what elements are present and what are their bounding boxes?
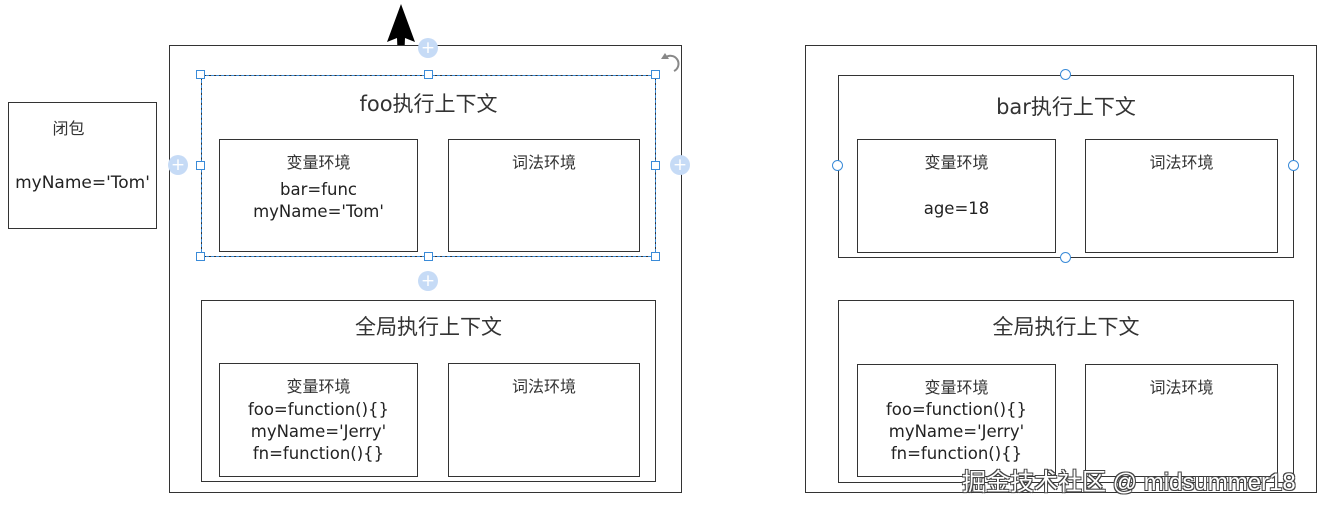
connection-point-top[interactable] (1060, 69, 1071, 80)
right-global-variable-environment-label: 变量环境 (924, 378, 989, 397)
bar-execution-context[interactable]: bar执行上下文 变量环境 age=18 词法环境 (838, 75, 1294, 258)
resize-handle-bottom-left[interactable] (196, 252, 205, 261)
resize-handle-bottom-right[interactable] (651, 252, 660, 261)
closure-value: myName='Tom' (15, 173, 150, 193)
right-global-lexical-environment-label: 词法环境 (1149, 378, 1214, 397)
left-global-lexical-environment-label: 词法环境 (511, 377, 576, 396)
connection-point-right[interactable] (1288, 160, 1299, 171)
left-global-variable-environment-label: 变量环境 (286, 377, 351, 396)
foo-lexical-environment-label: 词法环境 (511, 153, 576, 172)
add-right-plus-icon[interactable]: + (670, 155, 690, 175)
right-global-execution-context: 全局执行上下文 变量环境 foo=function(){} myName='Je… (838, 300, 1294, 483)
resize-handle-left[interactable] (196, 161, 205, 170)
add-top-plus-icon[interactable]: + (418, 38, 438, 58)
right-global-context-title: 全局执行上下文 (992, 315, 1140, 339)
foo-context-title: foo执行上下文 (359, 92, 498, 116)
left-global-lexical-environment: 词法环境 (448, 363, 640, 477)
closure-title: 闭包 (52, 119, 85, 138)
rotate-icon[interactable] (660, 50, 684, 74)
bar-lexical-environment: 词法环境 (1085, 139, 1278, 253)
foo-lexical-environment: 词法环境 (448, 139, 640, 252)
watermark: 掘金技术社区 @ midsummer18 (962, 469, 1296, 496)
bar-variable-environment: 变量环境 age=18 (857, 139, 1056, 253)
right-global-variable-environment: 变量环境 foo=function(){} myName='Jerry' fn=… (857, 364, 1056, 477)
closure-box: 闭包 myName='Tom' (8, 102, 157, 229)
add-bottom-plus-icon[interactable]: + (418, 271, 438, 291)
connection-point-left[interactable] (832, 160, 843, 171)
right-global-lexical-environment: 词法环境 (1085, 364, 1278, 477)
left-global-variable-environment-values: foo=function(){} myName='Jerry' fn=funct… (247, 400, 390, 463)
left-global-context-title: 全局执行上下文 (355, 315, 502, 339)
bar-lexical-environment-label: 词法环境 (1149, 153, 1214, 172)
right-global-variable-environment-values: foo=function(){} myName='Jerry' fn=funct… (885, 400, 1028, 463)
resize-handle-top-right[interactable] (651, 70, 660, 79)
left-global-execution-context: 全局执行上下文 变量环境 foo=function(){} myName='Je… (201, 300, 656, 482)
resize-handle-right[interactable] (651, 161, 660, 170)
foo-variable-environment-label: 变量环境 (286, 153, 351, 172)
connection-point-bottom[interactable] (1060, 252, 1071, 263)
resize-handle-bottom[interactable] (424, 252, 433, 261)
left-global-variable-environment: 变量环境 foo=function(){} myName='Jerry' fn=… (219, 363, 418, 477)
bar-variable-environment-values: age=18 (923, 199, 990, 218)
resize-handle-top[interactable] (424, 70, 433, 79)
foo-variable-environment: 变量环境 bar=func myName='Tom' (219, 139, 418, 252)
foo-variable-environment-values: bar=func myName='Tom' (253, 180, 384, 221)
bar-variable-environment-label: 变量环境 (924, 153, 989, 172)
add-left-plus-icon[interactable]: + (168, 155, 188, 175)
bar-context-title: bar执行上下文 (996, 95, 1136, 119)
selection-outline (201, 75, 656, 257)
resize-handle-top-left[interactable] (196, 70, 205, 79)
